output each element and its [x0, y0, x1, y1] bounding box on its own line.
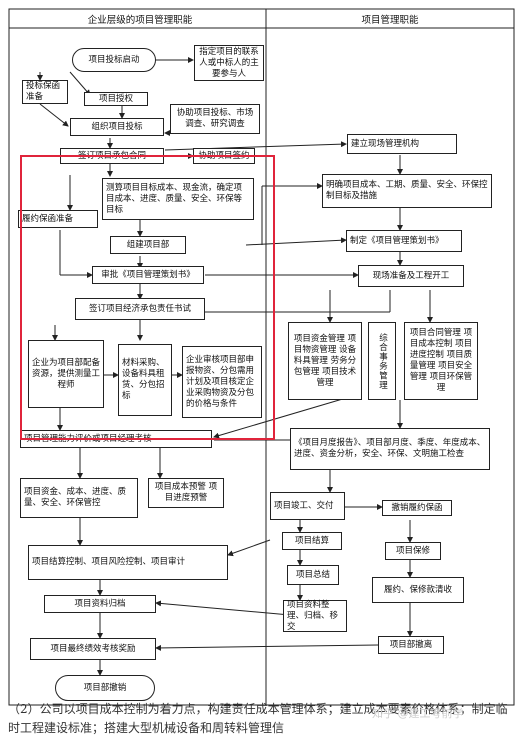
- node-performance-bond: 履约保函准备: [18, 210, 98, 228]
- node-early-warning: 项目成本预警 项目进度预警: [148, 478, 224, 508]
- node-bid-bond: 投标保函准备: [22, 80, 68, 104]
- highlight-rectangle: [20, 155, 275, 440]
- node-sign-responsibility: 签订项目经济承包责任书试: [75, 298, 205, 320]
- header-right: 项目管理职能: [361, 15, 419, 26]
- watermark: 知乎 @建工考前学: [372, 707, 464, 720]
- node-completion: 项目竣工、交付: [270, 492, 345, 520]
- node-estimate-targets: 测算项目目标成本、现金流，确定项目成本、进度、质量、安全、环保等目标: [102, 178, 254, 220]
- node-bid-start: 项目投标启动: [72, 48, 156, 72]
- node-contract-management: 项目合同管理 项目成本控制 项目进度控制 项目质量管理 项目安全管理 项目环保管…: [404, 322, 478, 400]
- node-monthly-report: 《项目月度报告》、项目部月度、季度、年度成本、进度、资金分析，安全、环保、文明施…: [290, 428, 490, 470]
- node-resource-management: 项目资金管理 项目物资管理 设备料具管理 劳务分包管理 项目技术管理: [288, 322, 362, 400]
- node-assist-bid: 协助项目投标、市场调查、研究调查: [170, 104, 260, 134]
- node-settlement-control: 项目结算控制、项目风险控制、项目审计: [28, 545, 228, 580]
- caption-text: （2）公司以项目成本控制为着力点，构建责任成本管理体系；建立成本要素价格体系；制…: [8, 702, 508, 735]
- node-approve-plan: 审批《项目管理策划书》: [92, 266, 204, 284]
- node-final-incentive: 项目最终绩效考核奖励: [30, 638, 156, 660]
- node-settlement: 项目结算: [282, 532, 342, 550]
- node-document-handover: 项目资料整理、归档、移交: [283, 600, 347, 632]
- header-left: 企业层级的项目管理职能: [87, 15, 193, 26]
- node-cost-control: 项目资金、成本、进度、质量、安全、环保管控: [20, 478, 138, 518]
- node-procurement: 材料采购、设备料具租赁、分包招标: [118, 344, 172, 416]
- node-site-prep: 现场准备及工程开工: [358, 265, 464, 287]
- node-authorization: 项目授权: [84, 92, 148, 106]
- node-withdraw: 项目部撤离: [378, 636, 444, 654]
- node-define-targets: 明确项目成本、工期、质量、安全、环保控制目标及措施: [322, 174, 492, 208]
- node-review-plans: 企业审核项目部申报物资、分包需用计划及项目核定企业采购物资及分包的价格与条件: [182, 346, 262, 418]
- node-organize-bid: 组织项目投标: [70, 118, 164, 136]
- node-setup-project-dept: 组建项目部: [110, 236, 186, 254]
- node-site-organization: 建立现场管理机构: [347, 134, 457, 154]
- node-archive: 项目资料归档: [44, 595, 156, 613]
- node-warranty-collection: 履约、保修款清收: [372, 577, 464, 603]
- node-general-affairs: 综合事务管理: [368, 322, 396, 400]
- node-make-plan: 制定《项目管理策划书》: [346, 230, 462, 252]
- node-warranty: 项目保修: [385, 542, 441, 560]
- node-summary: 项目总结: [287, 565, 339, 585]
- node-contact-person: 指定项目的联系人或中标人的主要参与人: [194, 45, 264, 81]
- node-cancel-bond: 撤销履约保函: [382, 500, 452, 516]
- node-dissolve-dept: 项目部撤销: [55, 675, 155, 701]
- node-allocate-resources: 企业为项目部配备资源，提供测量工程师: [28, 340, 104, 408]
